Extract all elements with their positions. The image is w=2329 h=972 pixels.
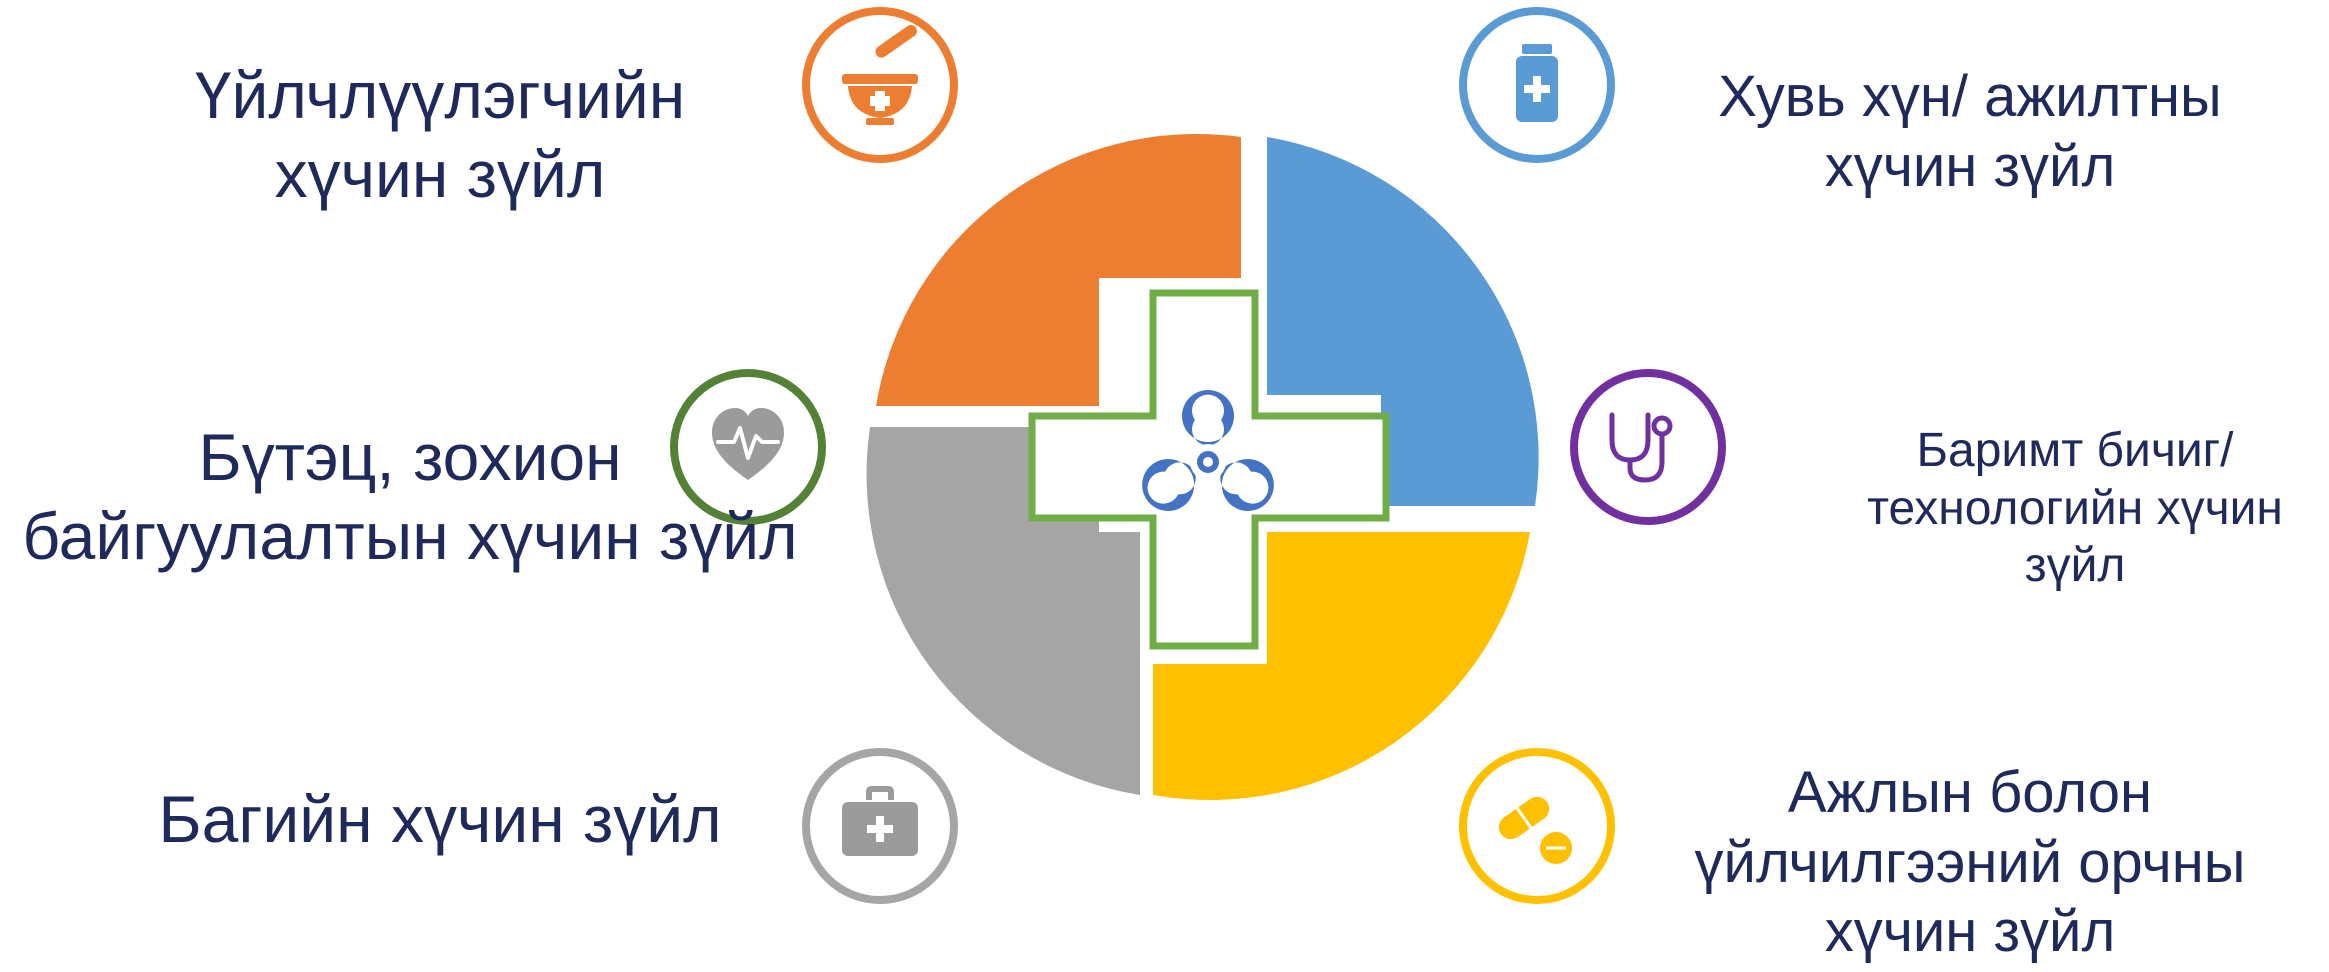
icon-badge-top-left	[802, 7, 958, 163]
icon-badge-top-right	[1459, 7, 1615, 163]
label-line: Үйлчлүүлэгчийн	[194, 58, 686, 132]
pills-icon	[1498, 796, 1572, 864]
label-line: хүчин зүйл	[1824, 133, 2116, 199]
label-individual-staff-factor: Хувь хүн/ ажилтны хүчин зүйл	[1680, 62, 2260, 201]
label-line: Баримт бичиг/	[1916, 424, 2234, 477]
label-team-factor: Багийн хүчин зүйл	[140, 780, 740, 859]
label-client-factor: Үйлчлүүлэгчийн хүчин зүйл	[150, 56, 730, 214]
stethoscope-icon	[1609, 412, 1673, 483]
wedge-top-left-orange	[876, 133, 1241, 406]
medicine-bottle-icon	[1516, 44, 1558, 122]
label-line: хүчин зүйл	[274, 137, 606, 212]
icon-badge-bottom-right	[1459, 748, 1615, 904]
label-line: Бүтэц, зохион	[198, 420, 622, 494]
wedge-bottom-right-yellow	[1153, 532, 1530, 801]
heart-pulse-icon	[712, 408, 784, 480]
label-work-environment-factor: Ажлын болон үйлчилгээний орчны хүчин зүй…	[1680, 758, 2260, 967]
label-organizational-factor: Бүтэц, зохион байгуулалтын хүчин зүйл	[0, 418, 820, 576]
label-line: хүчин зүйл	[1824, 899, 2116, 965]
label-line: технологийн хүчин	[1867, 481, 2283, 535]
label-line: Багийн хүчин зүйл	[158, 782, 722, 856]
medical-kit-icon	[842, 786, 918, 856]
label-line: байгуулалтын хүчин зүйл	[22, 499, 798, 574]
icon-badge-bottom-left	[802, 748, 958, 904]
icon-badge-middle-right	[1570, 369, 1726, 525]
mortar-pestle-icon	[842, 24, 918, 125]
label-line: Хувь хүн/ ажилтны	[1718, 64, 2222, 129]
label-line: үйлчилгээний орчны	[1694, 829, 2246, 895]
label-line: зүйл	[2024, 539, 2126, 593]
label-line: Ажлын болон	[1787, 760, 2153, 825]
biohazard-icon	[1142, 390, 1274, 511]
wedge-top-right-blue	[1267, 137, 1539, 506]
icon-badge-middle-left	[670, 369, 826, 525]
label-document-technology-factor: Баримт бичиг/ технологийн хүчин зүйл	[1830, 422, 2320, 595]
